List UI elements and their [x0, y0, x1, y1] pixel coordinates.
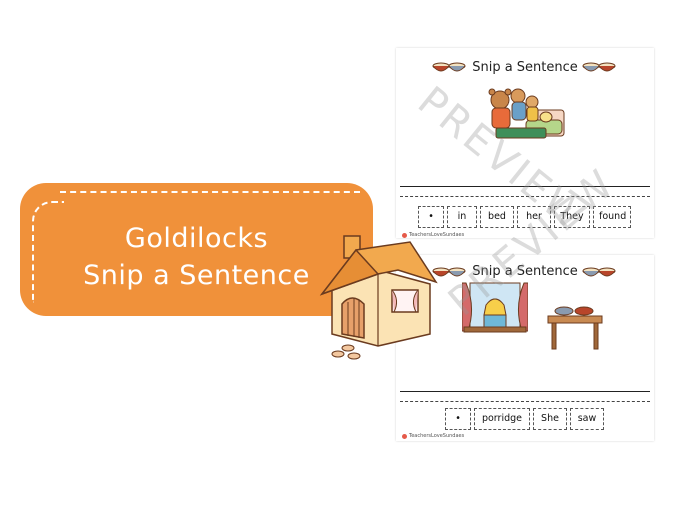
cut-line [400, 401, 650, 402]
word-card[interactable]: saw [570, 408, 604, 430]
writing-line [400, 186, 650, 187]
word-card[interactable]: • [418, 206, 444, 228]
preview-page-2: Snip a Sentence • porridge She saw Teach… [396, 255, 654, 441]
title-banner [20, 183, 373, 316]
preview-page-1: Snip a Sentence • in bed her They found … [396, 48, 654, 238]
product-title: Goldilocks Snip a Sentence [20, 220, 373, 294]
word-card-row-1: • in bed her They found [418, 206, 631, 228]
word-card[interactable]: porridge [474, 408, 530, 430]
word-card[interactable]: She [533, 408, 567, 430]
word-card[interactable]: found [593, 206, 631, 228]
page-footer: TeachersLoveSundaes [402, 433, 464, 439]
footer-brand: TeachersLoveSundaes [409, 433, 465, 439]
footer-brand: TeachersLoveSundaes [409, 232, 465, 238]
word-card[interactable]: They [554, 206, 590, 228]
brand-logo-icon [402, 232, 407, 238]
porridge-bowls-icon [582, 62, 616, 72]
brand-logo-icon [402, 433, 407, 439]
banner-dashed-border-top [60, 191, 360, 193]
porridge-bowls-icon [432, 267, 466, 277]
three-bears-illustration [488, 88, 565, 139]
page-1-heading: Snip a Sentence [472, 60, 578, 75]
word-card-row-2: • porridge She saw [445, 408, 604, 430]
cut-line [400, 196, 650, 197]
word-card[interactable]: • [445, 408, 471, 430]
title-line-2: Snip a Sentence [83, 260, 310, 291]
writing-line [400, 391, 650, 392]
banner-dashed-border-left [32, 201, 64, 303]
page-2-heading: Snip a Sentence [472, 264, 578, 279]
cottage-illustration [319, 235, 438, 360]
title-line-1: Goldilocks [124, 223, 269, 254]
table-porridge-illustration [547, 306, 603, 350]
word-card[interactable]: in [447, 206, 477, 228]
word-card[interactable]: her [517, 206, 551, 228]
page-footer: TeachersLoveSundaes [402, 232, 464, 238]
porridge-bowls-icon [582, 267, 616, 277]
word-card[interactable]: bed [480, 206, 514, 228]
goldilocks-window-illustration [462, 282, 528, 333]
porridge-bowls-icon [432, 62, 466, 72]
